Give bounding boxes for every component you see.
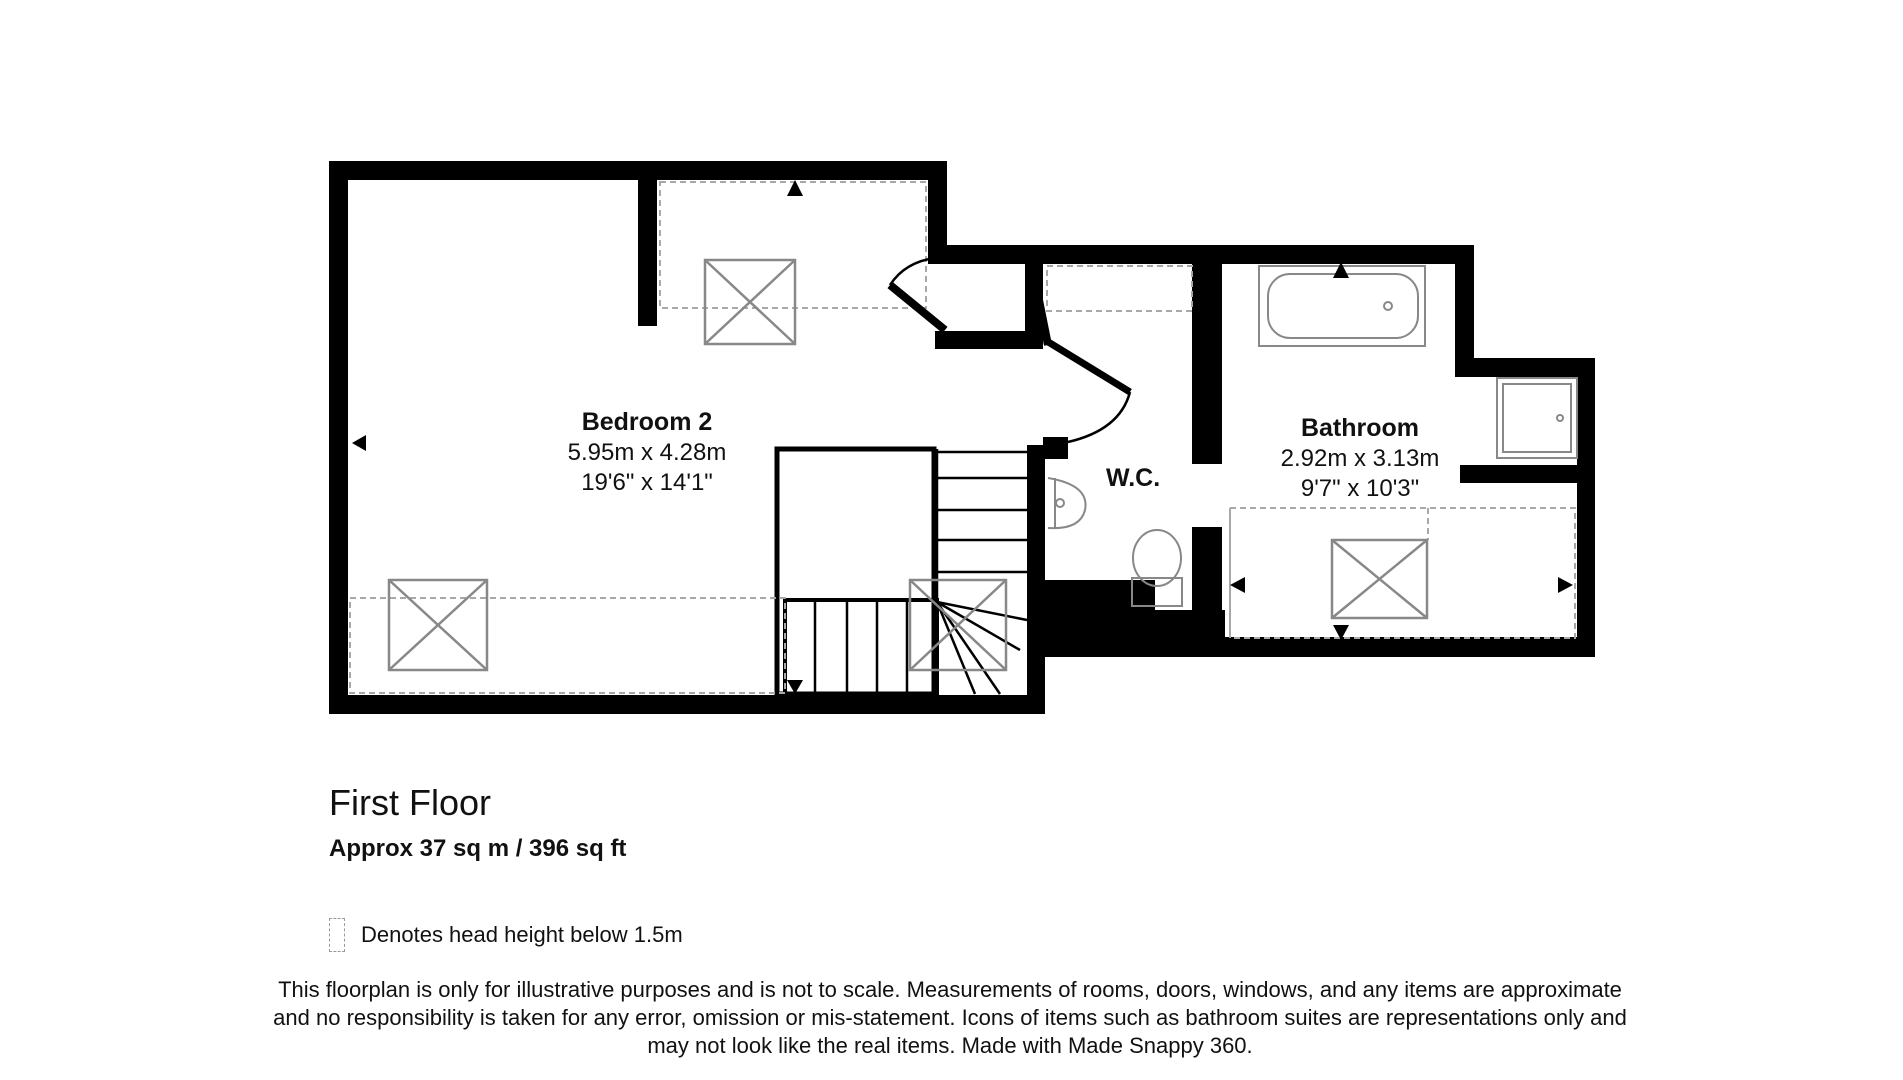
disclaimer-line-3: may not look like the real items. Made w…	[647, 1033, 1253, 1058]
low-headroom-areas	[349, 181, 1576, 694]
doors	[887, 256, 1132, 444]
bedroom-metric: 5.95m x 4.28m	[567, 439, 727, 467]
stair-well	[774, 446, 939, 697]
legend-text: Denotes head height below 1.5m	[361, 922, 683, 947]
disclaimer: This floorplan is only for illustrative …	[240, 976, 1660, 1060]
floor-title: First Floor	[329, 782, 491, 823]
wc-label: W.C.	[1106, 464, 1161, 492]
bathroom-imperial: 9'7" x 10'3"	[1300, 475, 1420, 503]
bedroom-imperial: 19'6" x 14'1"	[581, 469, 713, 497]
bedroom-name: Bedroom 2	[581, 408, 713, 436]
skylights	[387, 258, 1429, 672]
legend: Denotes head height below 1.5m	[329, 918, 683, 952]
dashed-legend-swatch	[329, 918, 345, 952]
disclaimer-line-1: This floorplan is only for illustrative …	[278, 977, 1622, 1002]
floor-area: Approx 37 sq m / 396 sq ft	[329, 835, 627, 862]
stairs	[813, 449, 1028, 695]
disclaimer-line-2: and no responsibility is taken for any e…	[273, 1005, 1627, 1030]
bedroom-label: Bedroom 2 5.95m x 4.28m 19'6" x 14'1"	[568, 407, 727, 498]
bathroom-metric: 2.92m x 3.13m	[1280, 445, 1440, 473]
slope-arrows	[352, 180, 1573, 694]
bathroom-label: Bathroom 2.92m x 3.13m 9'7" x 10'3"	[1281, 413, 1440, 504]
bathroom-name: Bathroom	[1300, 414, 1420, 442]
